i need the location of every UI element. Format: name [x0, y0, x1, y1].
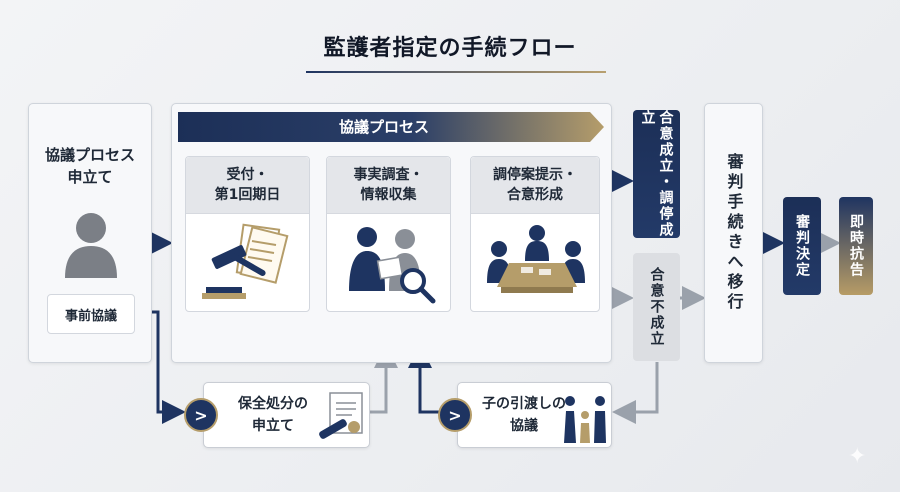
meeting-icon	[487, 225, 585, 293]
step-card-mediation[interactable]: 調停案提示・ 合意形成	[470, 156, 600, 312]
arrow-preservation-to-process	[370, 344, 398, 414]
arrow-handover-to-process	[408, 344, 440, 414]
person-icon	[65, 213, 117, 278]
trial-decision-box[interactable]: 審判決定	[783, 197, 821, 295]
step-label: 調停案提示・ 合意形成	[471, 157, 599, 214]
outcome-agreement[interactable]: 合意成立・調停成立	[633, 110, 680, 238]
investigation-icon	[349, 227, 436, 304]
process-banner	[178, 112, 604, 142]
step-label: 受付・ 第1回期日	[186, 157, 309, 214]
family-icon	[564, 396, 606, 443]
transition-label: 審判手続きへ移行	[724, 153, 744, 313]
step-label: 事実調査・ 情報収集	[327, 157, 450, 214]
title-underline	[306, 71, 606, 73]
preservation-card[interactable]: > 保全処分の 申立て	[184, 382, 370, 448]
gavel-documents-icon	[202, 223, 289, 299]
certificate-icon	[319, 392, 363, 439]
start-label: 協議プロセス 申立て	[44, 146, 135, 186]
chevron-right-icon[interactable]: >	[438, 398, 472, 432]
sparkle-icon: ✦	[848, 444, 867, 469]
immediate-appeal-box[interactable]: 即時抗告	[839, 197, 873, 295]
step-card-reception[interactable]: 受付・ 第1回期日	[185, 156, 310, 312]
transition-to-trial-panel[interactable]: 審判手続きへ移行	[704, 103, 763, 363]
handover-label: 子の引渡しの 協議	[482, 396, 566, 434]
pre-consultation-box[interactable]: 事前協議	[47, 294, 135, 334]
outcome-no-agreement[interactable]: 合意不成立	[633, 253, 680, 361]
page-title: 監護者指定の手続フロー	[323, 36, 577, 61]
child-handover-card[interactable]: > 子の引渡しの 協議	[438, 382, 612, 448]
preservation-label: 保全処分の 申立て	[238, 396, 308, 434]
process-panel: 協議プロセス 受付・ 第1回期日 事実調査・ 情報収集 調	[171, 103, 612, 363]
step-card-investigation[interactable]: 事実調査・ 情報収集	[326, 156, 451, 312]
start-panel: 協議プロセス 申立て 事前協議	[28, 103, 152, 363]
arrow-disagree-to-handover	[612, 362, 659, 424]
chevron-right-icon[interactable]: >	[184, 398, 218, 432]
process-banner-label: 協議プロセス	[338, 118, 429, 136]
